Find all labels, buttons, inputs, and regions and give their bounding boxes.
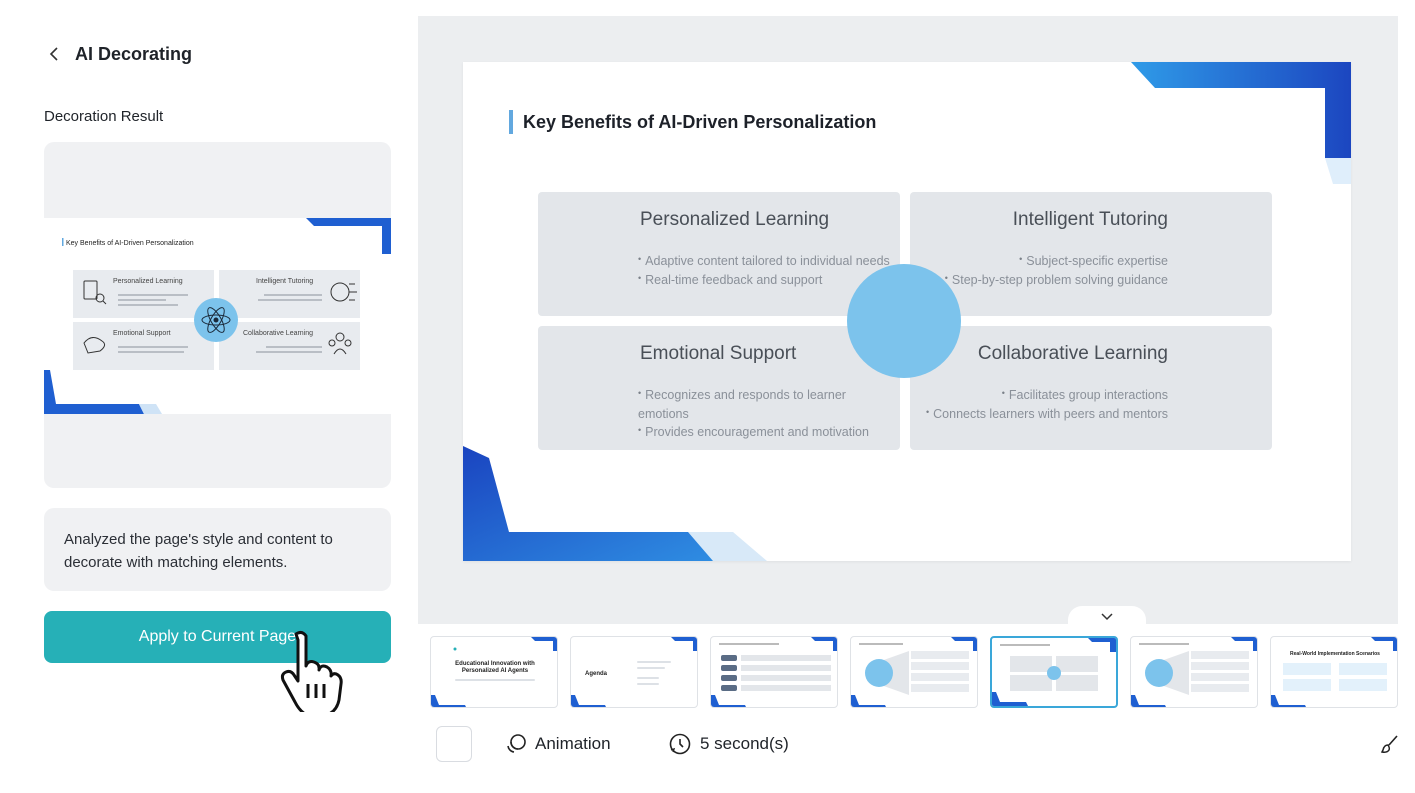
quadrant-collaborative-learning: Collaborative Learning Facilitates group… xyxy=(910,326,1272,450)
quadrant-heading: Collaborative Learning xyxy=(977,343,1168,364)
animation-button[interactable]: Animation xyxy=(505,732,611,756)
thumbnail-title: Educational Innovation with Personalized… xyxy=(455,661,535,674)
chevron-down-icon xyxy=(1101,613,1113,621)
apply-to-current-page-button[interactable]: Apply to Current Page xyxy=(44,611,391,663)
collapse-filmstrip-button[interactable] xyxy=(1068,606,1146,628)
bullet-item: Connects learners with peers and mentors xyxy=(926,405,1168,424)
quadrant-personalized-learning: Personalized Learning Adaptive content t… xyxy=(538,192,900,316)
bullet-item: Facilitates group interactions xyxy=(926,386,1168,405)
svg-text:Emotional Support: Emotional Support xyxy=(113,330,171,337)
bullet-item: Step-by-step problem solving guidance xyxy=(945,271,1168,290)
slide-filmstrip: Educational Innovation with Personalized… xyxy=(418,624,1398,714)
thumbnail-title: Agenda xyxy=(585,671,608,677)
svg-text:Key Benefits of AI-Driven Pers: Key Benefits of AI-Driven Personalizatio… xyxy=(66,240,194,247)
decoration-description: Analyzed the page's style and content to… xyxy=(44,508,391,591)
quadrant-heading: Emotional Support xyxy=(640,343,797,364)
bullet-item: Provides encouragement and motivation xyxy=(638,423,900,442)
preview-slide-graphic: Key Benefits of AI-Driven Personalizatio… xyxy=(44,218,391,414)
decoration-result-label: Decoration Result xyxy=(44,108,164,125)
slide-thumbnail[interactable] xyxy=(1130,636,1258,708)
thumbnail-line xyxy=(637,683,659,685)
thumbnail-line xyxy=(637,677,659,679)
back-chevron-icon[interactable] xyxy=(44,44,64,64)
duration-label: 5 second(s) xyxy=(700,734,789,753)
slide-thumbnail[interactable]: Real-World Implementation Scenarios xyxy=(1270,636,1398,708)
slide-thumbnail-active[interactable] xyxy=(990,636,1118,708)
bullet-item: Real-time feedback and support xyxy=(638,271,890,290)
thumbnail-line xyxy=(637,661,671,663)
decoration-preview-slide: Key Benefits of AI-Driven Personalizatio… xyxy=(44,218,391,414)
slide-decoration xyxy=(463,62,1351,561)
brush-icon[interactable] xyxy=(1380,734,1400,754)
ai-decorating-panel: AI Decorating Decoration Result Key Bene… xyxy=(0,0,416,793)
select-checkbox[interactable] xyxy=(436,726,472,762)
decoration-preview-card: Key Benefits of AI-Driven Personalizatio… xyxy=(44,142,391,488)
slide-thumbnail[interactable] xyxy=(850,636,978,708)
duration-button[interactable]: 5 second(s) xyxy=(668,732,789,756)
quadrant-intelligent-tutoring: Intelligent Tutoring Subject-specific ex… xyxy=(910,192,1272,316)
svg-text:Intelligent Tutoring: Intelligent Tutoring xyxy=(256,278,313,285)
slide-thumbnail[interactable]: Agenda xyxy=(570,636,698,708)
thumbnail-subtitle-line xyxy=(455,679,535,681)
slide-title: Key Benefits of AI-Driven Personalizatio… xyxy=(509,110,876,134)
bullet-item: Adaptive content tailored to individual … xyxy=(638,252,890,271)
animation-label: Animation xyxy=(535,734,611,753)
animation-icon xyxy=(507,734,526,753)
quadrant-heading: Personalized Learning xyxy=(640,209,830,230)
thumbnail-title: Real-World Implementation Scenarios xyxy=(1290,651,1380,657)
center-circle xyxy=(847,264,961,378)
bullet-item: Recognizes and responds to learner emoti… xyxy=(638,386,900,423)
thumbnail-line xyxy=(637,667,665,669)
hand-cursor-icon xyxy=(272,628,344,716)
bullet-item: Subject-specific expertise xyxy=(945,252,1168,271)
main-slide[interactable]: Key Benefits of AI-Driven Personalizatio… xyxy=(463,62,1351,561)
quadrant-heading: Intelligent Tutoring xyxy=(1012,209,1168,230)
svg-text:Collaborative Learning: Collaborative Learning xyxy=(243,330,313,337)
slide-thumbnail[interactable] xyxy=(710,636,838,708)
timer-icon xyxy=(669,733,691,755)
slide-thumbnail[interactable]: Educational Innovation with Personalized… xyxy=(430,636,558,708)
svg-text:Personalized Learning: Personalized Learning xyxy=(113,278,183,285)
bottom-toolbar xyxy=(418,714,1415,793)
panel-title: AI Decorating xyxy=(75,44,193,64)
quadrant-emotional-support: Emotional Support Recognizes and respond… xyxy=(538,326,900,450)
